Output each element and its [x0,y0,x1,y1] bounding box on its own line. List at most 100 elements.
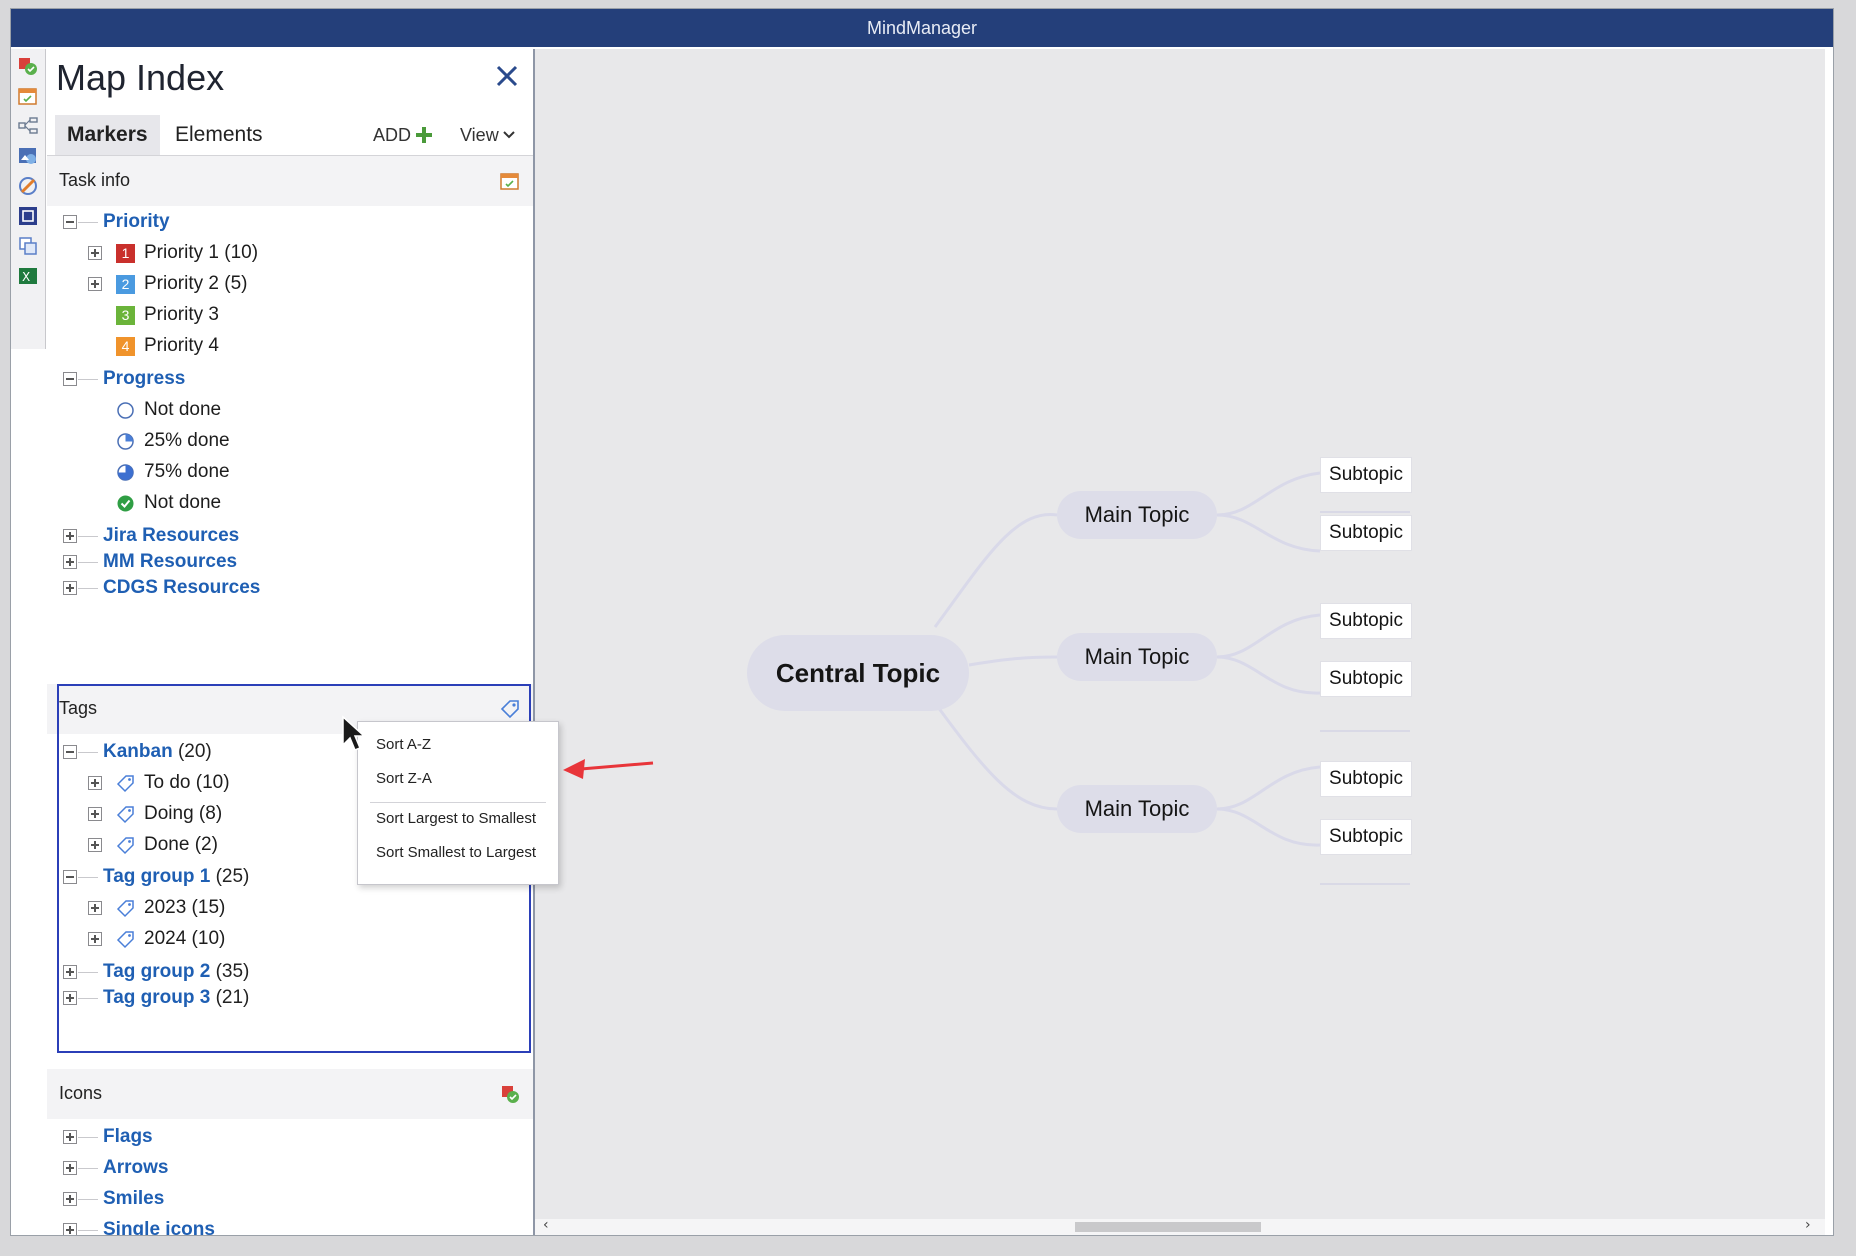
scroll-left-icon[interactable]: ‹ [543,1217,549,1233]
expand-toggle[interactable] [88,277,102,291]
horizontal-scrollbar[interactable]: ‹ › [535,1217,1825,1235]
group-row-tag-group-3[interactable]: Tag group 3 (21) [47,983,533,1013]
subtopic-underline [1320,883,1410,885]
sort-smallest-to-largest-item[interactable]: Sort Smallest to Largest [376,844,537,861]
sort-largest-to-smallest-item[interactable]: Sort Largest to Smallest [376,810,537,827]
item-label: 75% done [144,461,230,482]
list-item[interactable]: 2024 (10) [47,924,533,954]
svg-text:X: X [22,270,30,284]
main-topic[interactable]: Main Topic [1057,633,1217,681]
expand-toggle[interactable] [88,901,102,915]
list-item[interactable]: 2023 (15) [47,893,533,923]
item-label: Priority 3 [144,304,219,325]
group-count: (20) [177,741,212,762]
task-info-header[interactable]: Task info [47,156,533,206]
group-row-tag-group-1[interactable]: Tag group 1 (25) [47,862,533,892]
left-icon-bar: X [11,49,46,349]
collapse-toggle[interactable] [63,745,77,759]
close-icon[interactable] [494,63,520,89]
list-item[interactable]: Not done [47,395,533,425]
calendar-icon[interactable] [17,85,39,107]
collapse-toggle[interactable] [63,870,77,884]
item-label: Priority 1 (10) [144,242,259,263]
expand-toggle[interactable] [63,581,77,595]
icons-header[interactable]: Icons [47,1069,533,1119]
sort-z-a-item[interactable]: Sort Z-A [376,770,432,787]
map-index-panel: Map Index Markers Elements ADD View Task… [47,49,535,1235]
expand-toggle[interactable] [88,246,102,260]
chevron-down-icon [503,131,515,139]
tab-markers[interactable]: Markers [55,115,160,155]
mouse-cursor-icon [342,715,366,751]
priority-3-icon: 3 [116,306,135,325]
expand-toggle[interactable] [63,1192,77,1206]
group-label: Arrows [103,1157,169,1178]
expand-toggle[interactable] [88,807,102,821]
panel-title: Map Index [56,57,225,98]
list-item[interactable]: 2 Priority 2 (5) [47,269,533,299]
expand-toggle[interactable] [63,529,77,543]
expand-toggle[interactable] [63,965,77,979]
subtopic[interactable]: Subtopic [1320,515,1412,551]
map-canvas[interactable]: Central Topic Main Topic Main Topic Main… [535,49,1825,1235]
group-row-progress[interactable]: Progress [47,364,533,394]
group-row-flags[interactable]: Flags [47,1122,533,1152]
focus-icon[interactable] [17,205,39,227]
view-dropdown[interactable]: View [460,115,515,155]
subtopic-underline [1320,511,1410,513]
app-window: MindManager X Map Index Markers Elements… [10,8,1834,1236]
list-item[interactable]: 4 Priority 4 [47,331,533,361]
add-button[interactable]: ADD [373,115,432,155]
group-row-tag-group-2[interactable]: Tag group 2 (35) [47,957,533,987]
expand-toggle[interactable] [88,776,102,790]
progress-75-icon [117,464,134,481]
group-row-mm-resources[interactable]: MM Resources [47,547,533,577]
map-parts-icon[interactable] [17,115,39,137]
group-label: Tag group 3 (21) [103,983,249,1013]
expand-toggle[interactable] [88,932,102,946]
list-item[interactable]: 25% done [47,426,533,456]
list-item[interactable]: Doing (8) [47,799,533,829]
list-item[interactable]: To do (10) [47,768,533,798]
group-row-priority[interactable]: Priority [47,207,533,237]
format-painter-icon[interactable] [17,175,39,197]
subtopic[interactable]: Subtopic [1320,457,1412,493]
group-row-kanban[interactable]: Kanban (20) [47,737,533,767]
group-row-jira-resources[interactable]: Jira Resources [47,521,533,551]
subtopic[interactable]: Subtopic [1320,603,1412,639]
main-topic[interactable]: Main Topic [1057,785,1217,833]
list-item[interactable]: 75% done [47,457,533,487]
image-icon[interactable] [17,145,39,167]
group-row-cdgs-resources[interactable]: CDGS Resources [47,573,533,603]
horizontal-scroll-thumb[interactable] [1075,1222,1261,1232]
collapse-toggle[interactable] [63,372,77,386]
group-row-single-icons[interactable]: Single icons [47,1215,533,1235]
expand-toggle[interactable] [63,991,77,1005]
tab-elements[interactable]: Elements [175,123,263,146]
expand-toggle[interactable] [63,1130,77,1144]
subtopic[interactable]: Subtopic [1320,819,1412,855]
group-label: Tag group 2 (35) [103,957,249,987]
excel-icon[interactable]: X [17,265,39,287]
sort-a-z-item[interactable]: Sort A-Z [376,736,432,753]
expand-toggle[interactable] [63,555,77,569]
main-topic[interactable]: Main Topic [1057,491,1217,539]
list-item[interactable]: Done (2) [47,830,533,860]
markers-icon[interactable] [17,55,39,77]
list-item[interactable]: 3 Priority 3 [47,300,533,330]
expand-toggle[interactable] [63,1223,77,1235]
collapse-toggle[interactable] [63,215,77,229]
group-label: Jira Resources [103,525,240,546]
copy-icon[interactable] [17,235,39,257]
subtopic-underline [1320,730,1410,732]
subtopic[interactable]: Subtopic [1320,761,1412,797]
list-item[interactable]: Not done [47,488,533,518]
expand-toggle[interactable] [88,838,102,852]
group-row-arrows[interactable]: Arrows [47,1153,533,1183]
list-item[interactable]: 1 Priority 1 (10) [47,238,533,268]
expand-toggle[interactable] [63,1161,77,1175]
central-topic[interactable]: Central Topic [747,635,969,711]
subtopic[interactable]: Subtopic [1320,661,1412,697]
group-row-smiles[interactable]: Smiles [47,1184,533,1214]
scroll-right-icon[interactable]: › [1805,1217,1811,1233]
